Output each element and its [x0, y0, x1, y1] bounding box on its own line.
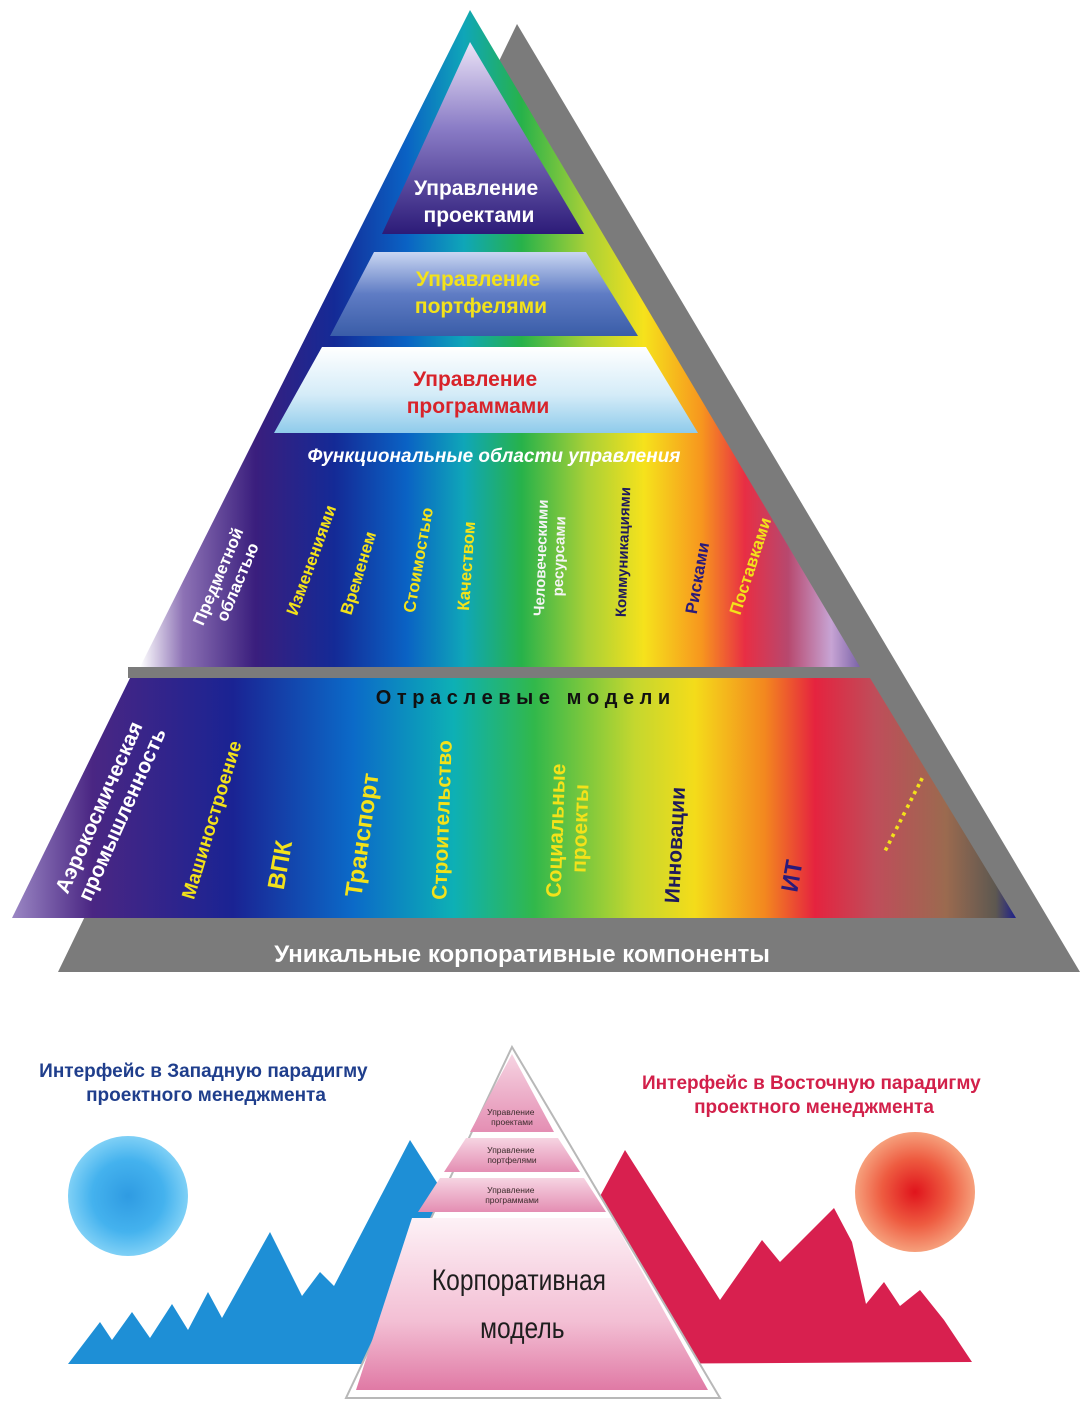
- tier-programs-label: Управление программами: [407, 368, 550, 418]
- corporate-model-label: Корпоративная модель: [432, 1263, 613, 1345]
- mini-tier-projects: [470, 1054, 554, 1132]
- industry-band: [12, 678, 1016, 918]
- east-sun: [855, 1132, 975, 1252]
- tier-projects-label: Управление проектами: [414, 177, 544, 227]
- mini-tier-programs: [418, 1178, 606, 1212]
- tier-programs: [274, 347, 698, 433]
- industry: Социальные проекты: [543, 757, 595, 898]
- tier-portfolios: [330, 252, 638, 336]
- pyramid-body: [140, 10, 860, 667]
- industry: ИТ: [776, 858, 808, 894]
- corporate-components-label: Уникальные корпоративные компоненты: [274, 941, 770, 968]
- paradigm-scene: Интерфейс в Западную парадигму проектног…: [39, 1044, 986, 1399]
- functional-areas-title: Функциональные области управления: [308, 446, 681, 467]
- mini-corporate-base: [356, 1218, 708, 1390]
- west-sun: [68, 1136, 188, 1256]
- mini-tier-portfolios-label: Управление портфелями: [487, 1145, 537, 1165]
- tier-portfolios-label: Управление портфелями: [415, 268, 547, 318]
- industry: Строительство: [428, 740, 457, 900]
- west-paradigm-label: Интерфейс в Западную парадигму проектног…: [39, 1061, 373, 1106]
- band-separator: [128, 667, 864, 678]
- east-paradigm-label: Интерфейс в Восточную парадигму проектно…: [642, 1073, 986, 1118]
- mini-tier-programs-label: Управление программами: [485, 1185, 539, 1205]
- east-mountains: [590, 1150, 972, 1364]
- industry-models-title: О т р а с л е в ы е м о д е л и: [376, 687, 670, 709]
- functional-area: Человеческими ресурсами: [531, 495, 570, 617]
- mini-tier-portfolios: [444, 1138, 580, 1172]
- west-mountains: [68, 1140, 450, 1364]
- main-pyramid: Управление проектами Управление портфеля…: [12, 10, 1080, 972]
- functional-area: Коммуникациями: [613, 487, 635, 618]
- mini-tier-projects-label: Управление проектами: [487, 1107, 537, 1127]
- tier-projects: [382, 42, 584, 234]
